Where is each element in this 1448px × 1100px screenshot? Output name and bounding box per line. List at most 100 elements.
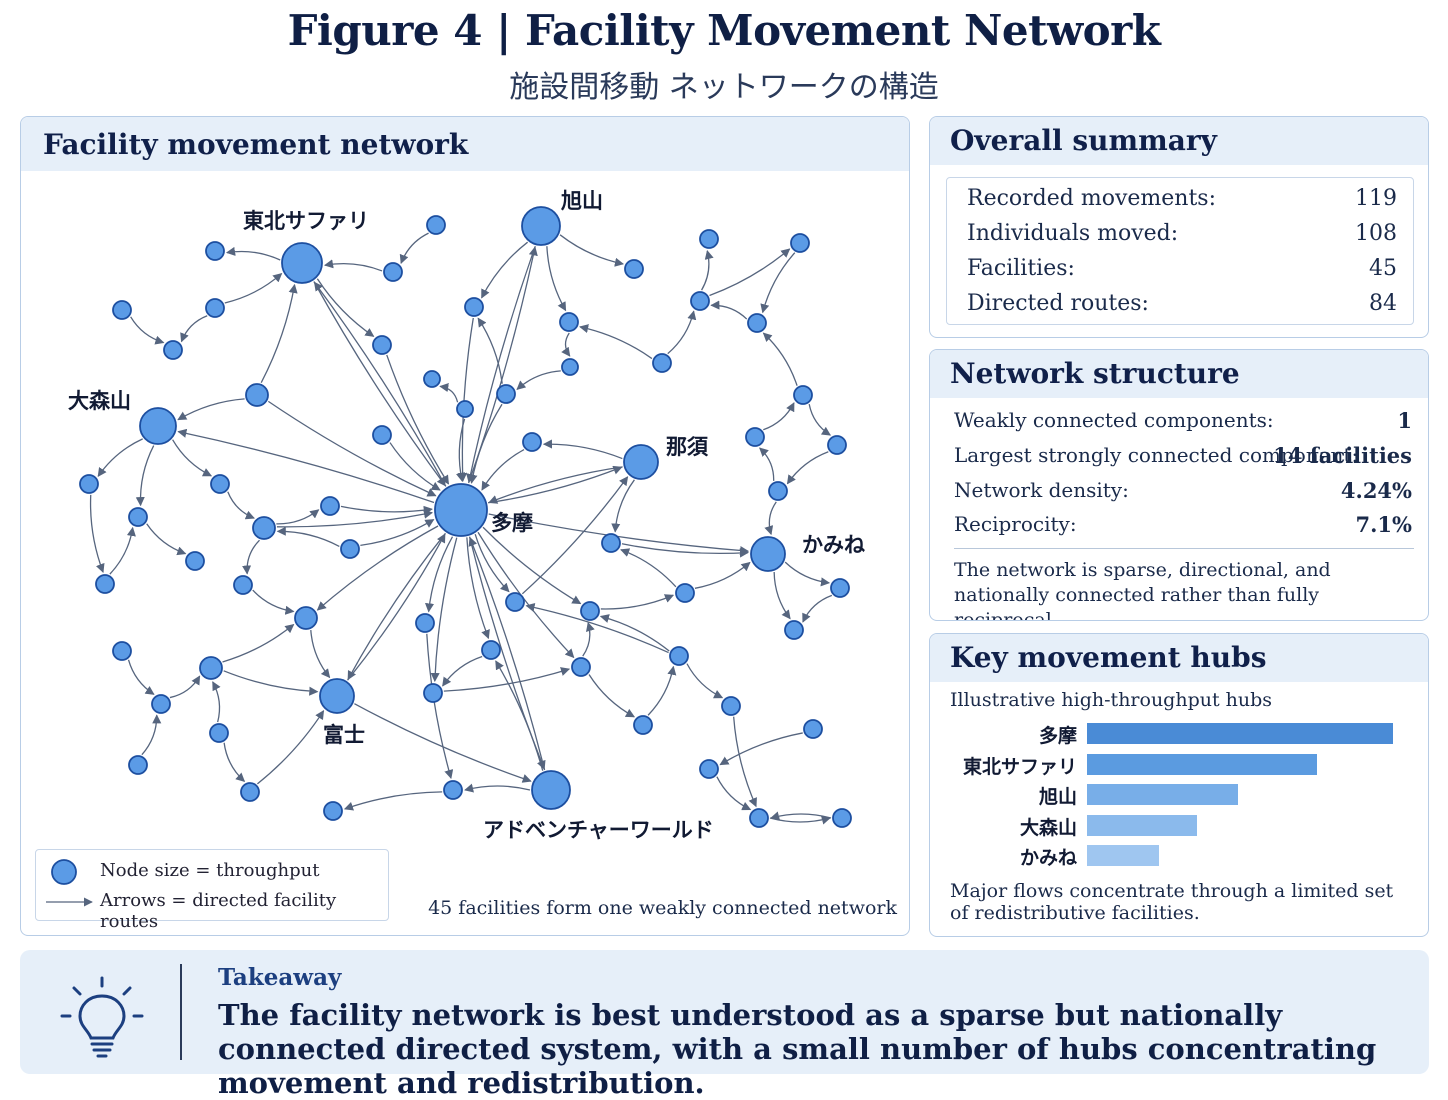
facility-node [464,297,484,317]
hubs-note: Major flows concentrate through a limite… [950,880,1394,924]
legend-node-size: Node size = throughput [100,860,320,881]
legend-node-icon [51,859,77,885]
facility-node [721,696,741,716]
facility-node [803,719,823,739]
route-edge [276,509,434,528]
facility-node [323,801,343,821]
hub-bar [1087,723,1393,744]
summary-value: 84 [1369,291,1397,316]
route-edge [399,232,429,264]
summary-row: Directed routes: 84 [967,291,1397,316]
facility-node [793,385,813,405]
route-edge [212,681,221,723]
facility-node [601,533,621,553]
figure-subtitle: 施設間移動 ネットワークの構造 [509,70,939,105]
route-edge [426,633,454,780]
key-hubs-panel: Key movement hubs Illustrative high-thro… [929,633,1429,937]
route-edge [464,783,531,793]
facility-node [481,640,501,660]
route-edge [242,539,260,575]
route-edge [260,283,298,383]
route-edge [647,665,677,716]
facility-node [652,353,672,373]
route-edge [621,543,749,558]
network-panel: Facility movement network 多摩 旭山 東北サファリ 大… [20,116,910,936]
structure-value: 7.1% [1355,512,1413,537]
route-edge [762,332,798,386]
summary-label: Recorded movements: [967,186,1216,211]
route-edge [323,259,383,272]
summary-label: Facilities: [967,256,1075,281]
facility-node [423,370,441,388]
route-edge [180,315,208,343]
facility-node [456,400,474,418]
facility-node [521,206,561,246]
facility-node [571,657,591,677]
route-edge [89,494,105,574]
route-edge [439,383,459,403]
node-label-fuji: 富士 [323,723,365,747]
route-edge [135,445,155,507]
route-edge [127,659,155,695]
facility-node [675,583,695,603]
route-edge [252,589,295,615]
route-edge [521,476,629,595]
facility-node [320,496,340,516]
route-edge [267,400,437,497]
route-edge [759,447,775,481]
facility-node [205,241,225,261]
route-edge [316,525,439,611]
summary-value: 108 [1355,221,1397,246]
node-label-nasu: 那須 [666,435,709,459]
summary-row: Recorded movements: 119 [967,186,1397,211]
node-label-omoriyama: 大森山 [68,389,131,413]
facility-node [423,683,443,703]
node-label-adventure-world: アドベンチャーワールド [483,818,714,842]
route-edge [579,324,653,360]
route-edge [516,370,561,390]
facility-node [561,358,579,376]
takeaway-label: Takeaway [218,964,342,991]
route-edge [466,537,490,640]
route-edge [177,428,435,504]
facility-node [690,291,710,311]
facility-node [372,335,392,355]
route-edge [223,742,246,782]
route-edge [347,533,446,681]
facility-node [252,516,276,540]
route-edge [256,710,325,785]
route-edge [276,509,320,525]
route-edge [169,675,201,699]
route-edge [620,548,677,588]
hub-label: かみね [1019,847,1077,869]
hubs-heading: Key movement hubs [930,634,1428,682]
route-edge [773,571,791,620]
route-edge [719,732,803,766]
structure-note: The network is sparse, directional, and … [954,559,1331,621]
facility-node [240,782,260,802]
facility-node [784,620,804,640]
route-edge [611,479,635,533]
facility-node [281,242,323,284]
facility-node [426,215,446,235]
figure-title: Figure 4 | Facility Movement Network [287,6,1161,55]
route-edge [495,660,544,771]
route-edge [141,714,162,756]
summary-label: Individuals moved: [967,221,1179,246]
facility-node [434,483,488,537]
facility-node [745,427,765,447]
route-edge [546,246,567,312]
facility-node [768,481,788,501]
route-edge [710,300,748,320]
structure-value: 14 facilities [1273,443,1412,468]
route-edge [316,278,375,337]
hub-label: 旭山 [1038,786,1077,808]
facility-node [128,755,148,775]
facility-node [210,474,230,494]
facility-node [522,432,542,452]
facility-node [112,641,132,661]
hub-bar [1087,784,1238,805]
facility-node [580,601,600,621]
facility-node [372,425,392,445]
route-edge [177,398,245,421]
